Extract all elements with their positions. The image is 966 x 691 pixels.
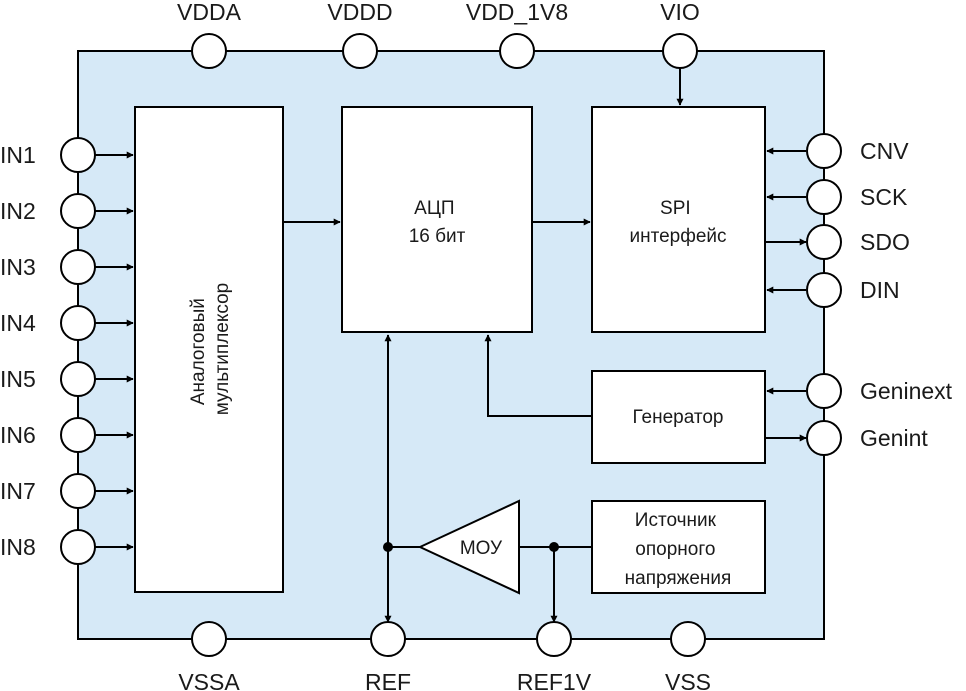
generator-label: Генератор [633, 407, 724, 428]
pin-vio-label: VIO [660, 0, 700, 25]
pin-in3-label: IN3 [0, 254, 36, 280]
adc-label: АЦП 16 бит [409, 198, 466, 247]
buffer-label: МОУ [460, 538, 503, 559]
adc-block [341, 106, 533, 333]
pin-vdda-label: VDDA [177, 0, 242, 25]
pin-geninext-pad [806, 373, 842, 409]
junction-dot [549, 542, 559, 552]
pin-vdda-pad [191, 33, 227, 69]
pin-geninext-label: Geninext [860, 378, 953, 404]
reference-label: Источник опорного напряжения [625, 510, 732, 589]
pin-vdd-1v8-pad [499, 33, 535, 69]
spi-block [591, 106, 766, 333]
generator-block [591, 370, 766, 464]
pin-vss-pad [670, 621, 706, 657]
pin-din-pad [806, 272, 842, 308]
spi-label: SPI интерфейс [629, 198, 726, 247]
pin-vss-label: VSS [665, 669, 711, 691]
reference-block [591, 500, 766, 594]
pin-in2-label: IN2 [0, 198, 36, 224]
pin-in6-label: IN6 [0, 422, 36, 448]
junction-dot [383, 542, 393, 552]
pin-genint-pad [806, 420, 842, 456]
pin-vddd-pad [342, 33, 378, 69]
pin-vio-pad [662, 33, 698, 69]
mux-label: Аналоговый мультиплексор [188, 283, 233, 416]
pin-in8-pad [60, 529, 96, 565]
wires [95, 68, 807, 623]
pin-vddd-label: VDDD [327, 0, 392, 25]
pin-vssa-label: VSSA [178, 669, 240, 691]
pin-vssa-pad [191, 621, 227, 657]
pin-in5-label: IN5 [0, 366, 36, 392]
pin-cnv-pad [806, 133, 842, 169]
pin-cnv-label: CNV [860, 138, 909, 164]
pin-in6-pad [60, 417, 96, 453]
pin-ref1v-pad [536, 621, 572, 657]
pin-sdo-label: SDO [860, 229, 910, 255]
pin-sdo-pad [806, 224, 842, 260]
pin-in1-pad [60, 137, 96, 173]
pin-ref-pad [370, 621, 406, 657]
pin-in3-pad [60, 249, 96, 285]
pin-din-label: DIN [860, 277, 900, 303]
mux-block [134, 106, 284, 593]
pin-sck-label: SCK [860, 184, 908, 210]
pin-vdd-1v8-label: VDD_1V8 [466, 0, 568, 25]
pin-in4-label: IN4 [0, 310, 36, 336]
pin-in1-label: IN1 [0, 142, 36, 168]
pin-ref1v-label: REF1V [517, 669, 592, 691]
pin-sck-pad [806, 179, 842, 215]
pin-in7-label: IN7 [0, 478, 36, 504]
pin-ref-label: REF [365, 669, 411, 691]
buffer-triangle [417, 499, 520, 595]
pin-in7-pad [60, 473, 96, 509]
pin-in2-pad [60, 193, 96, 229]
gen-adc-wire [484, 334, 592, 417]
pin-genint-label: Genint [860, 425, 928, 451]
pin-in4-pad [60, 305, 96, 341]
pin-in5-pad [60, 361, 96, 397]
pin-in8-label: IN8 [0, 534, 36, 560]
